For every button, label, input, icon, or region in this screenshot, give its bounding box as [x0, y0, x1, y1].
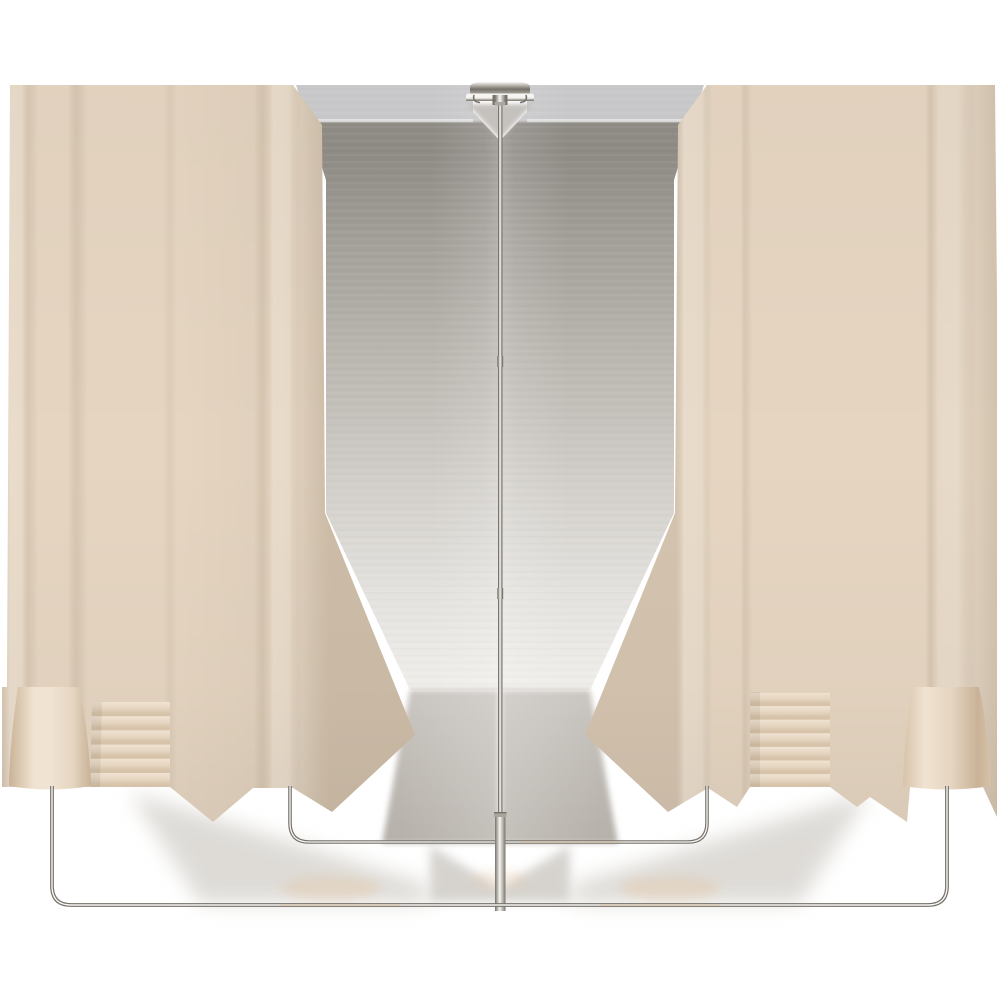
pleated-band-left	[90, 702, 170, 787]
canopy-collar	[492, 95, 508, 105]
sleeve-shade-left	[9, 687, 91, 790]
warm-reflection-left	[280, 876, 380, 900]
stem	[497, 103, 504, 910]
canopy-collar-base	[494, 102, 506, 106]
pleated-band-right	[750, 692, 830, 787]
canopy-curl-right	[519, 94, 528, 104]
warm-reflection-right	[620, 876, 720, 900]
stem-hub	[494, 812, 507, 911]
sleeve-shade-right	[903, 687, 991, 790]
shade-back-right	[501, 85, 704, 690]
cast-shadow-left	[130, 792, 430, 903]
frame-lower-bar	[50, 786, 949, 907]
shade-front-left	[2, 85, 415, 822]
shade-front-right	[585, 85, 997, 822]
shade-back-left	[296, 85, 499, 690]
canopy	[466, 82, 534, 106]
cast-shadow-right	[570, 792, 870, 903]
canopy-curl-left	[472, 94, 481, 104]
canopy-dome	[470, 82, 530, 94]
